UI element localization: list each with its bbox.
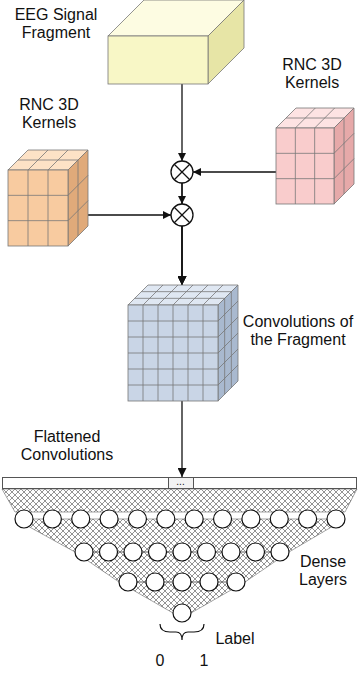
- arrow-head: [163, 211, 171, 219]
- neuron: [247, 543, 265, 561]
- node-heading: Convolutions of the Fragment: [242, 313, 354, 350]
- node-shape: [108, 0, 244, 84]
- kernel-stack: RNC 3D Kernels: [276, 108, 354, 204]
- output-brace: [160, 624, 204, 640]
- node-shape: [8, 150, 88, 246]
- node-heading: EEG Signal Fragment: [8, 6, 104, 43]
- neuron: [149, 543, 167, 561]
- neuron: [227, 573, 245, 591]
- cube-drawing: [108, 0, 244, 84]
- multiply-symbol: [171, 204, 193, 226]
- ellipsis-segment: ...: [168, 478, 194, 488]
- cube-front: [276, 128, 334, 204]
- convolution-cube: Convolutions of the Fragment: [128, 285, 238, 401]
- neuron: [198, 543, 216, 561]
- class-value: 1: [196, 652, 212, 670]
- neuron: [173, 543, 191, 561]
- neuron: [43, 510, 61, 528]
- arrow-head: [193, 168, 201, 176]
- neuron: [214, 510, 232, 528]
- neuron: [15, 510, 33, 528]
- cube-front: [8, 170, 68, 246]
- cube-drawing: [128, 285, 238, 401]
- dense-layers: [2, 489, 357, 622]
- neuron: [128, 510, 146, 528]
- neuron: [72, 510, 90, 528]
- layer-label: Dense Layers: [290, 553, 356, 590]
- neuron: [100, 510, 118, 528]
- node-shape: [276, 108, 354, 204]
- neuron: [200, 573, 218, 591]
- neuron: [75, 543, 93, 561]
- cube-drawing: [8, 150, 88, 246]
- neuron: [185, 510, 203, 528]
- cube-side: [208, 0, 244, 84]
- cube-grid: [8, 150, 88, 246]
- class-value: 0: [152, 652, 168, 670]
- cube-drawing: [276, 108, 354, 204]
- cube-grid: [276, 108, 354, 204]
- node-heading: RNC 3D Kernels: [6, 96, 92, 133]
- neuron: [222, 543, 240, 561]
- neuron: [119, 573, 137, 591]
- node-heading: RNC 3D Kernels: [270, 56, 354, 93]
- cube-front: [108, 36, 208, 84]
- kernel-stack: RNC 3D Kernels: [8, 150, 88, 246]
- flow-arrow: [88, 215, 182, 285]
- neuron: [100, 543, 118, 561]
- flattened-bar: Flattened Convolutions...: [2, 477, 357, 489]
- signal-fragment: EEG Signal Fragment: [108, 0, 244, 84]
- output-label: Label: [210, 630, 260, 648]
- node-heading: Flattened Convolutions: [17, 428, 117, 465]
- multiply-symbol: [171, 161, 193, 183]
- node-shape: [128, 285, 238, 401]
- neuron: [299, 510, 317, 528]
- hatched-connection: [2, 489, 357, 512]
- neuron: [242, 510, 260, 528]
- neuron: [173, 573, 191, 591]
- multiply-symbols: [163, 153, 201, 226]
- neuron: [271, 543, 289, 561]
- neuron: [173, 604, 191, 622]
- neuron: [146, 573, 164, 591]
- neuron: [157, 510, 175, 528]
- arrow-head: [178, 196, 186, 204]
- neuron: [270, 510, 288, 528]
- arrow-head: [178, 153, 186, 161]
- cube-grid: [128, 285, 238, 401]
- flow-arrow: [181, 401, 182, 477]
- flow-arrow: [182, 172, 276, 285]
- neuron: [327, 510, 345, 528]
- neuron: [124, 543, 142, 561]
